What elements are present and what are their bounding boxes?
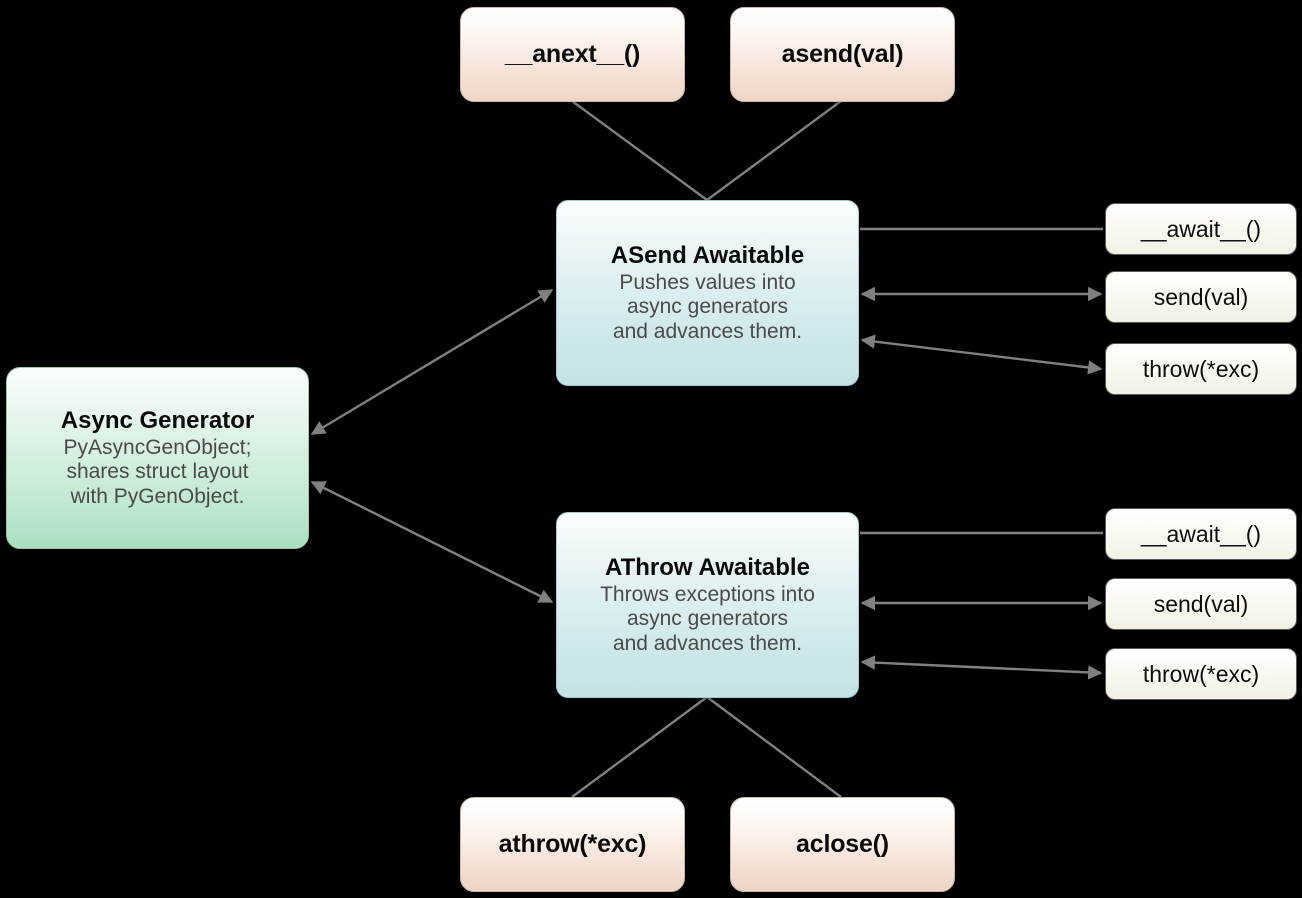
desc-line: shares struct layout bbox=[66, 460, 249, 484]
desc-line: PyAsyncGenObject; bbox=[63, 435, 252, 459]
node-async-generator-title: Async Generator bbox=[60, 406, 255, 434]
edge-athrow-throw bbox=[860, 655, 1103, 680]
node-anext[interactable]: __anext__() bbox=[460, 7, 685, 102]
node-aclose[interactable]: aclose() bbox=[730, 797, 955, 892]
desc-line: Throws exceptions into bbox=[600, 582, 815, 606]
edge-asend-method-to-asend bbox=[706, 100, 842, 201]
node-async-generator[interactable]: Async Generator PyAsyncGenObject; shares… bbox=[6, 367, 309, 549]
node-athrow-slot-send[interactable]: send(val) bbox=[1105, 578, 1297, 630]
node-athrow-slot-throw-label: throw(*exc) bbox=[1142, 660, 1260, 687]
node-athrow-slot-await[interactable]: __await__() bbox=[1105, 508, 1297, 560]
node-anext-label: __anext__() bbox=[504, 40, 641, 68]
desc-line: async generators bbox=[626, 295, 789, 319]
node-asend-slot-send[interactable]: send(val) bbox=[1105, 271, 1297, 323]
node-asend-awaitable-title: ASend Awaitable bbox=[610, 241, 805, 269]
desc-line: with PyGenObject. bbox=[70, 484, 245, 508]
node-aclose-label: aclose() bbox=[796, 830, 889, 858]
desc-line: async generators bbox=[626, 607, 789, 631]
desc-line: and advances them. bbox=[612, 319, 803, 343]
edge-anext-to-asend bbox=[571, 100, 708, 201]
node-asend-awaitable[interactable]: ASend Awaitable Pushes values into async… bbox=[556, 200, 859, 386]
node-asend-method[interactable]: asend(val) bbox=[730, 7, 955, 102]
node-asend-slot-throw-label: throw(*exc) bbox=[1142, 355, 1260, 382]
node-athrow-method[interactable]: athrow(*exc) bbox=[460, 797, 685, 892]
node-athrow-awaitable-title: AThrow Awaitable bbox=[605, 553, 810, 581]
node-asend-method-label: asend(val) bbox=[781, 40, 904, 68]
node-asend-slot-await[interactable]: __await__() bbox=[1105, 203, 1297, 255]
edge-root-athrow bbox=[310, 480, 554, 604]
desc-line: and advances them. bbox=[612, 631, 803, 655]
node-asend-awaitable-desc: Pushes values into async generators and … bbox=[613, 271, 802, 344]
edge-root-asend bbox=[310, 288, 554, 436]
node-asend-slot-await-label: __await__() bbox=[1140, 215, 1262, 242]
node-athrow-method-label: athrow(*exc) bbox=[498, 830, 647, 858]
node-asend-slot-throw[interactable]: throw(*exc) bbox=[1105, 343, 1297, 395]
edge-asend-throw bbox=[860, 334, 1103, 375]
node-athrow-slot-await-label: __await__() bbox=[1140, 520, 1262, 547]
node-athrow-slot-send-label: send(val) bbox=[1153, 590, 1249, 617]
node-async-generator-desc: PyAsyncGenObject; shares struct layout w… bbox=[64, 436, 252, 509]
node-athrow-slot-throw[interactable]: throw(*exc) bbox=[1105, 648, 1297, 700]
edge-athrow-method-to-athrow bbox=[571, 696, 708, 798]
node-asend-slot-send-label: send(val) bbox=[1153, 283, 1249, 310]
desc-line: Pushes values into bbox=[619, 270, 796, 294]
node-athrow-awaitable[interactable]: AThrow Awaitable Throws exceptions into … bbox=[556, 512, 859, 698]
edge-aclose-to-athrow bbox=[706, 696, 842, 798]
node-athrow-awaitable-desc: Throws exceptions into async generators … bbox=[600, 583, 815, 656]
